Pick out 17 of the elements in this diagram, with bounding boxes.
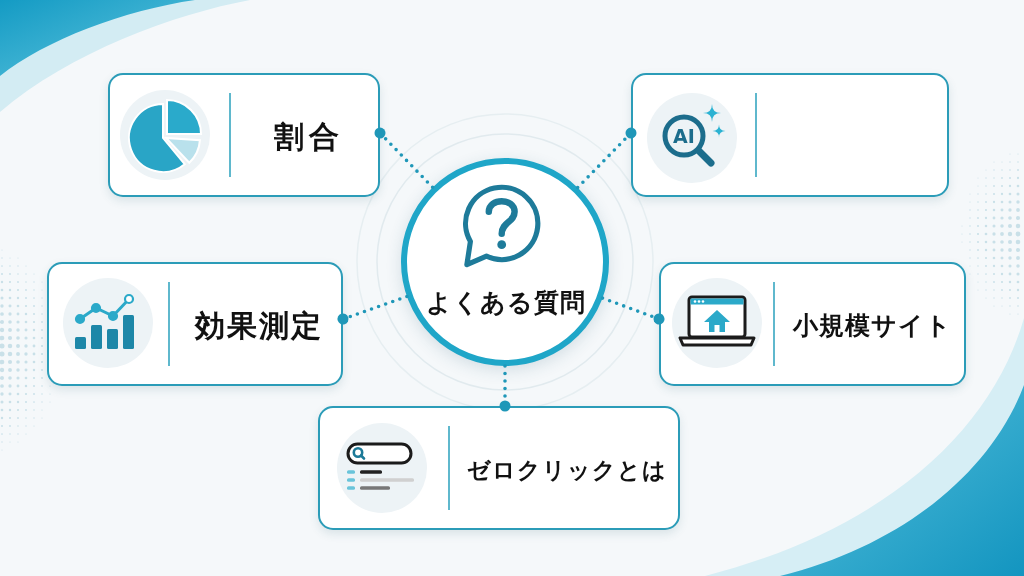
dotted-connector <box>600 296 665 325</box>
card-title: 効果測定 <box>193 308 323 344</box>
card-title: 小規模サイト <box>791 311 952 341</box>
topic-card <box>631 73 949 197</box>
hub-circle <box>401 158 609 366</box>
hub-title: よくある質問 <box>424 288 586 318</box>
dotted-connector <box>337 294 409 325</box>
topic-card <box>108 73 380 197</box>
topic-card <box>318 406 680 530</box>
topic-card <box>659 262 966 386</box>
card-title: 割合 <box>273 119 344 155</box>
topic-card <box>47 262 343 386</box>
card-title: ゼロクリックとは <box>465 456 667 484</box>
lens-label: AI <box>673 126 695 146</box>
dotted-connector <box>374 127 435 190</box>
dotted-connector <box>575 127 637 190</box>
dotted-connector <box>499 364 511 412</box>
